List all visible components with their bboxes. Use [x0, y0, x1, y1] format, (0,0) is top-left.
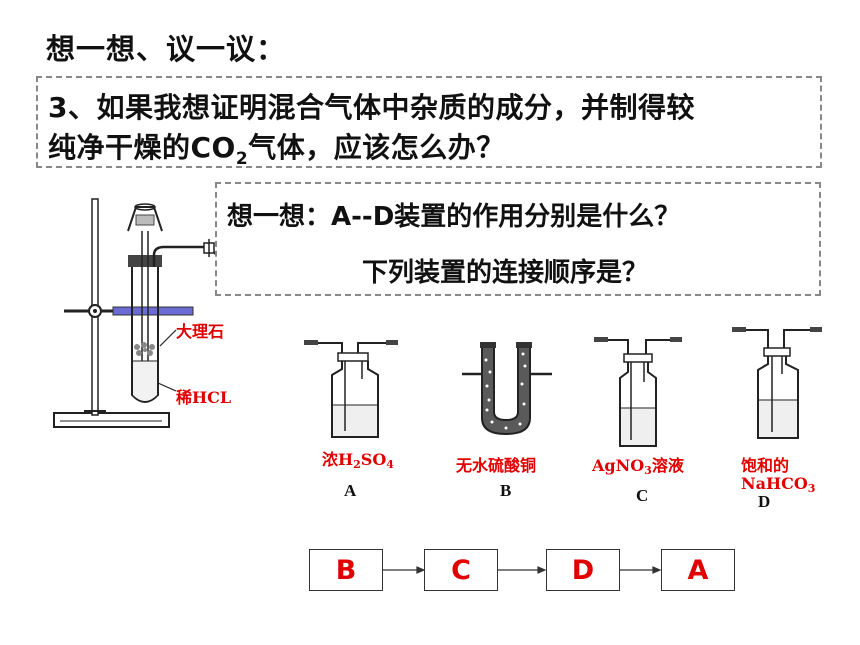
think-box: 想一想：A--D装置的作用分别是什么？ 下列装置的连接顺序是？	[215, 182, 821, 296]
device-d-reagent-formula: NaHCO	[741, 474, 808, 493]
sequence-box-1: B	[309, 549, 383, 591]
device-c-wash-bottle	[594, 337, 682, 447]
slide-heading: 想一想、议一议：	[46, 32, 287, 66]
device-c-letter: C	[636, 486, 649, 505]
device-a-subscript-2: 4	[386, 458, 394, 471]
device-c-reagent-part2: 溶液	[651, 456, 684, 475]
device-a-subscript-1: 2	[353, 458, 361, 471]
question-line-2-end: 气体，应该怎么办？	[248, 131, 505, 164]
device-d-wash-bottle	[732, 327, 822, 439]
question-box: 3、如果我想证明混合气体中杂质的成分，并制得较 纯净干燥的CO2气体，应该怎么办…	[36, 76, 822, 169]
device-b-letter: B	[500, 481, 512, 500]
label-marble: 大理石	[176, 322, 225, 341]
test-tube	[131, 263, 159, 403]
acid-liquid	[133, 361, 157, 401]
device-d-letter: D	[758, 492, 771, 511]
marble-pieces	[134, 342, 155, 356]
device-b-u-tube	[462, 342, 552, 436]
stopper	[128, 255, 162, 267]
think-line-2: 下列装置的连接顺序是？	[362, 258, 649, 288]
question-line-2-start: 纯净干燥的CO	[48, 131, 236, 164]
delivery-tube	[152, 245, 210, 267]
gas-generator-apparatus	[53, 198, 280, 428]
question-subscript: 2	[235, 149, 249, 169]
clamp-band	[112, 306, 194, 316]
question-line-1: 3、如果我想证明混合气体中杂质的成分，并制得较	[48, 91, 695, 124]
device-a-letter: A	[344, 481, 357, 500]
device-a-reagent-part1: 浓H	[322, 450, 354, 469]
device-a-reagent-part2: SO	[360, 450, 387, 469]
device-a-wash-bottle	[304, 340, 398, 438]
device-d-reagent-line1: 饱和的	[741, 456, 790, 475]
sequence-arrows	[383, 566, 662, 574]
device-c-reagent-part1: AgNO	[592, 456, 645, 475]
question-line-2: 纯净干燥的CO2气体，应该怎么办？	[48, 126, 505, 169]
funnel	[127, 206, 163, 232]
device-b-reagent: 无水硫酸铜	[456, 456, 537, 475]
device-a-reagent: 浓H2SO4	[322, 446, 394, 471]
device-d-subscript: 3	[807, 482, 816, 495]
label-dilute-hcl: 稀HCL	[176, 388, 232, 407]
device-c-reagent: AgNO3溶液	[592, 452, 684, 477]
device-d-reagent-line2: NaHCO3	[741, 474, 815, 495]
think-line-1: 想一想：A--D装置的作用分别是什么？	[227, 202, 681, 232]
stand-base	[53, 412, 170, 428]
sequence-box-4: A	[661, 549, 735, 591]
device-c-subscript: 3	[644, 464, 652, 477]
